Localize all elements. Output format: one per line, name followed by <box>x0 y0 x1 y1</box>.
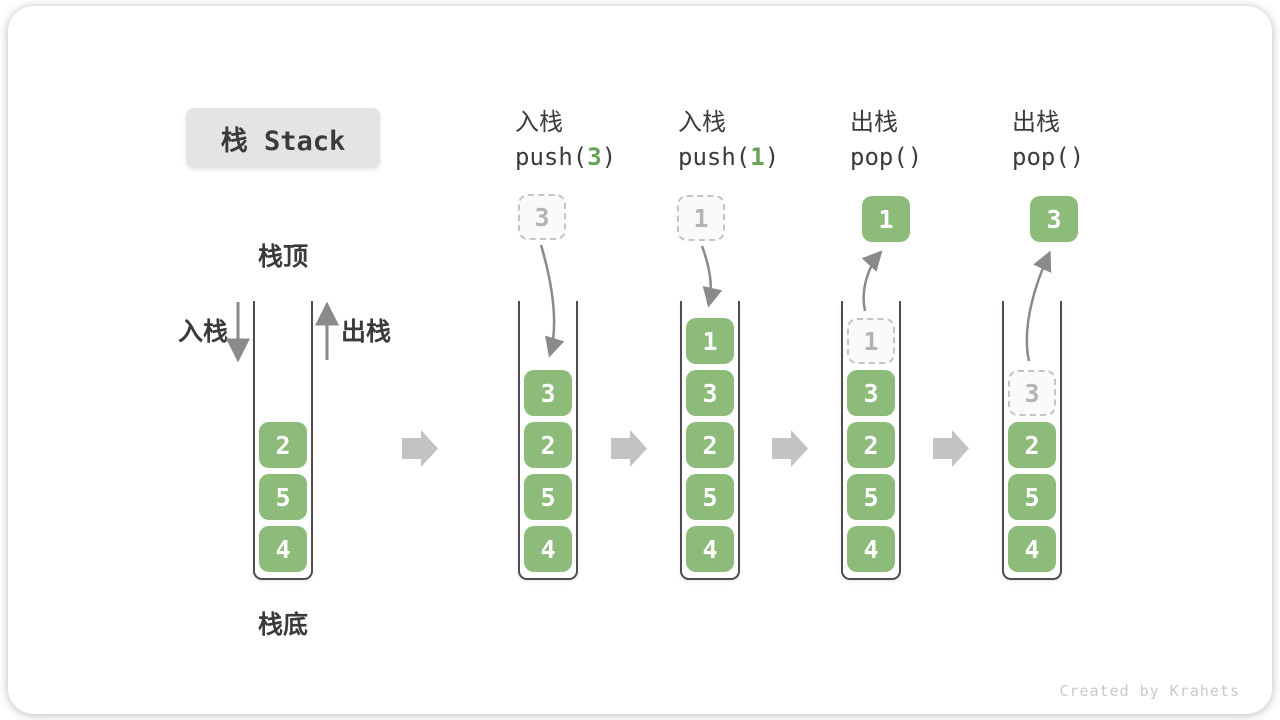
op-code: push(1) <box>678 145 779 169</box>
stack-cell-ghost: 3 <box>1008 370 1056 416</box>
op-header-push-1: 入栈 push(1) <box>678 110 779 169</box>
op-label: 入栈 <box>515 108 563 136</box>
code-text: ) <box>601 143 617 171</box>
stack-cell: 4 <box>524 526 572 572</box>
stack-cell: 5 <box>686 474 734 520</box>
code-arg: 1 <box>750 143 765 171</box>
op-header-pop-1: 出栈 pop() <box>850 110 922 169</box>
code-text: push( <box>678 143 751 171</box>
stack-cell: 4 <box>686 526 734 572</box>
diagram-title-label: 栈 Stack <box>220 125 346 157</box>
stack-cell: 3 <box>524 370 572 416</box>
code-text: pop() <box>850 143 923 171</box>
stack-bottom-label: 栈底 <box>257 610 308 639</box>
popped-value: 1 <box>862 196 910 242</box>
op-label: 出栈 <box>1012 108 1060 136</box>
stack-cell: 4 <box>847 526 895 572</box>
stack-cell: 4 <box>1008 526 1056 572</box>
stack-cell: 4 <box>259 526 307 572</box>
stack-cell: 3 <box>847 370 895 416</box>
floating-ghost-value: 1 <box>677 195 725 241</box>
stack-cell: 5 <box>524 474 572 520</box>
code-arg: 3 <box>587 143 602 171</box>
watermark: Created by Krahets <box>1059 682 1240 700</box>
stack-cell: 5 <box>259 474 307 520</box>
op-label: 入栈 <box>678 108 726 136</box>
op-code: push(3) <box>515 145 616 169</box>
stack-cell-ghost: 1 <box>847 318 895 364</box>
popped-value: 3 <box>1030 196 1078 242</box>
stack-cell: 2 <box>847 422 895 468</box>
op-header-pop-3: 出栈 pop() <box>1012 110 1084 169</box>
stack-cell: 5 <box>847 474 895 520</box>
op-header-push-3: 入栈 push(3) <box>515 110 616 169</box>
op-code: pop() <box>850 145 922 169</box>
stack-cell: 2 <box>259 422 307 468</box>
stack-cell: 3 <box>686 370 734 416</box>
stack-cell: 2 <box>524 422 572 468</box>
stack-cell: 2 <box>1008 422 1056 468</box>
push-side-label: 入栈 <box>177 317 228 346</box>
code-text: ) <box>764 143 780 171</box>
op-label: 出栈 <box>850 108 898 136</box>
floating-ghost-value: 3 <box>518 194 566 240</box>
code-text: pop() <box>1012 143 1085 171</box>
stack-cell: 2 <box>686 422 734 468</box>
diagram-title: 栈 Stack <box>186 108 380 168</box>
stack-cell: 1 <box>686 318 734 364</box>
stack-top-label: 栈顶 <box>257 242 308 271</box>
code-text: push( <box>515 143 588 171</box>
pop-side-label: 出栈 <box>341 317 392 346</box>
op-code: pop() <box>1012 145 1084 169</box>
stack-cell: 5 <box>1008 474 1056 520</box>
